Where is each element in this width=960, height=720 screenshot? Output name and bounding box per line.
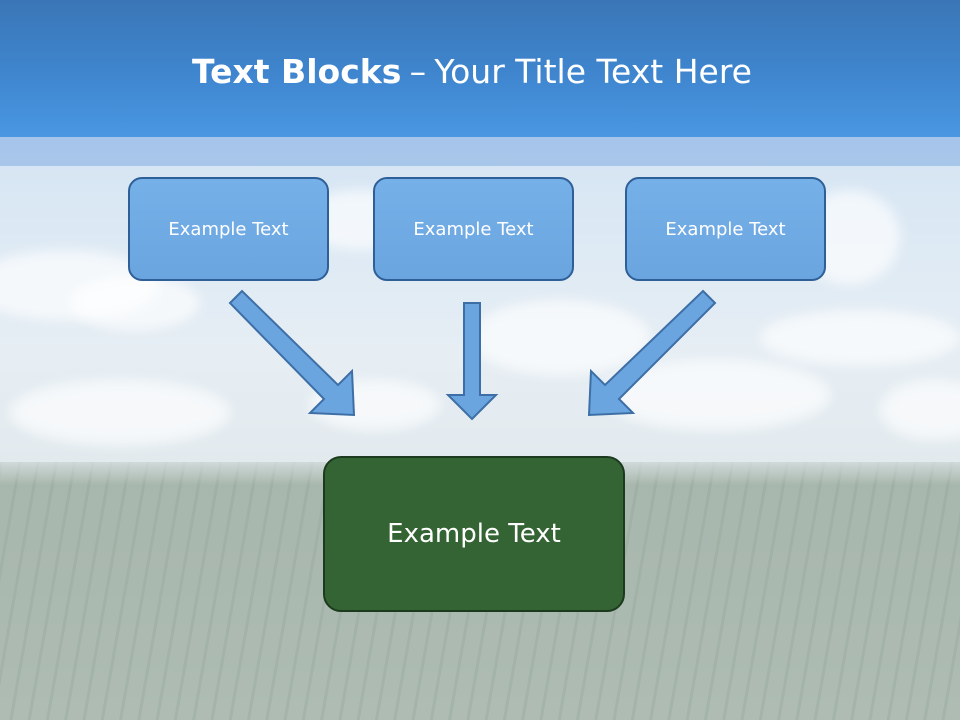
text-block-1: Example Text [128, 177, 329, 281]
title-rest-part: Your Title Text Here [434, 52, 752, 91]
text-block-2-label: Example Text [413, 218, 534, 240]
text-block-2: Example Text [373, 177, 574, 281]
title-separator: – [409, 52, 427, 91]
title-bar [0, 0, 960, 137]
text-block-1-label: Example Text [168, 218, 289, 240]
slide-title: Text Blocks–Your Title Text Here [0, 52, 944, 91]
target-block: Example Text [323, 456, 625, 612]
target-block-label: Example Text [387, 519, 561, 549]
text-block-3-label: Example Text [665, 218, 786, 240]
title-bold-part: Text Blocks [192, 52, 402, 91]
text-block-3: Example Text [625, 177, 826, 281]
title-strip [0, 137, 960, 166]
